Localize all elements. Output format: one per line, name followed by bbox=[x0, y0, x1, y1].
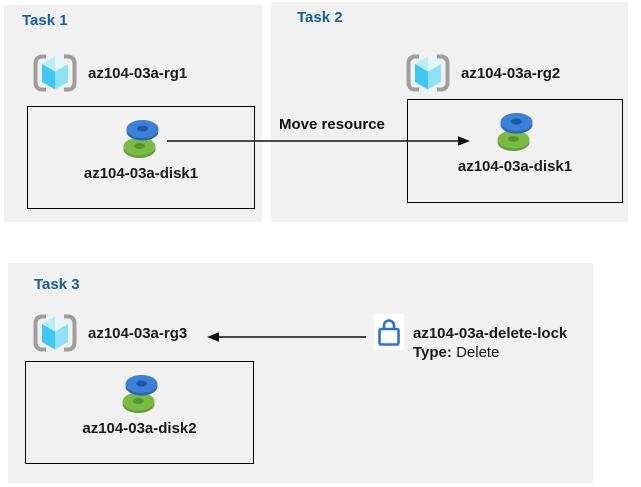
lock-icon bbox=[377, 317, 401, 347]
task2-panel bbox=[271, 2, 628, 222]
task2-resource-box: az104-03a-disk1 bbox=[407, 99, 623, 203]
task2-title: Task 2 bbox=[297, 9, 343, 26]
lock-type-value: Delete bbox=[456, 344, 500, 361]
task2-resource-group: az104-03a-rg2 bbox=[405, 53, 560, 93]
disk-icon bbox=[494, 111, 536, 153]
disk-icon bbox=[119, 373, 161, 415]
task1-panel bbox=[4, 5, 262, 222]
resource-group-icon bbox=[32, 313, 78, 353]
disk-name: az104-03a-disk2 bbox=[82, 420, 197, 437]
lock-type-label: Type: bbox=[413, 344, 452, 361]
resource-group-name: az104-03a-rg1 bbox=[88, 64, 188, 82]
task1-resource-box: az104-03a-disk1 bbox=[27, 106, 255, 209]
task1-resource-group: az104-03a-rg1 bbox=[32, 53, 187, 93]
resource-group-name: az104-03a-rg3 bbox=[88, 324, 188, 342]
task3-resource-box: az104-03a-disk2 bbox=[25, 361, 254, 464]
lock-arrow bbox=[207, 332, 366, 342]
task1-title: Task 1 bbox=[22, 12, 68, 29]
disk-name: az104-03a-disk1 bbox=[457, 158, 573, 175]
resource-group-icon bbox=[405, 53, 451, 93]
task3-title: Task 3 bbox=[34, 276, 80, 293]
task3-resource-group: az104-03a-rg3 bbox=[32, 313, 187, 353]
delete-lock-info: az104-03a-delete-lock Type: Delete bbox=[413, 324, 567, 362]
resource-group-icon bbox=[32, 53, 78, 93]
lock-icon-box bbox=[374, 314, 404, 350]
lock-name: az104-03a-delete-lock bbox=[413, 325, 568, 342]
disk-icon bbox=[120, 118, 162, 160]
resource-group-name: az104-03a-rg2 bbox=[461, 64, 561, 82]
move-resource-arrow bbox=[167, 136, 470, 146]
task3-panel bbox=[8, 263, 593, 483]
disk-name: az104-03a-disk1 bbox=[83, 165, 199, 182]
move-resource-label: Move resource bbox=[279, 116, 385, 133]
